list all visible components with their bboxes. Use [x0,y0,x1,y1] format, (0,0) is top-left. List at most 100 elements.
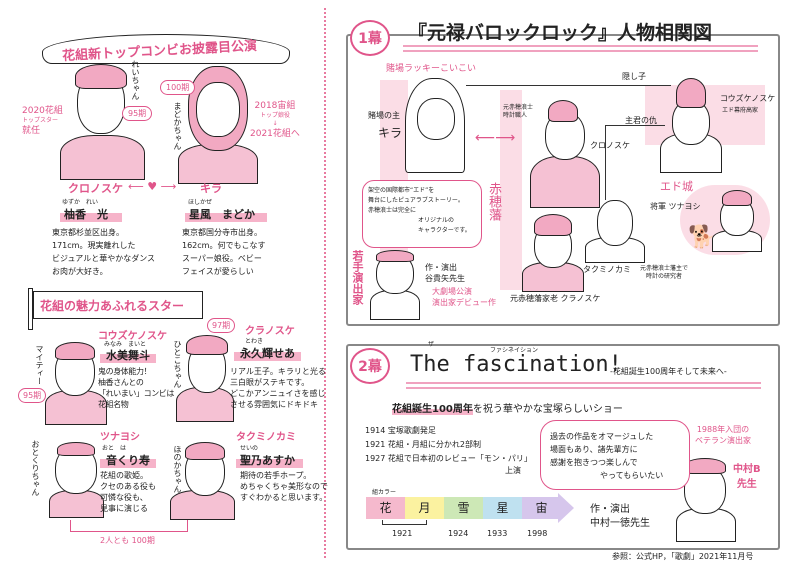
enemy-line [605,125,665,200]
kuronosuke-name: クロノスケ [590,141,630,150]
name-hoshikaze: 星風 まどか [185,206,267,222]
class-95-minami: 95期 [18,388,47,403]
kuranosuke-label: 元赤穂藩家老 クラノスケ [510,294,601,303]
takumi-name: タクミノカミ [583,265,631,274]
career-hoshikaze: 2018宙組トップ娘役↓2021花組へ [250,101,300,139]
ako-background-block [500,90,522,290]
role-kuronosuke: クロノスケ [68,182,123,195]
flag-pole [28,288,33,330]
desc-seino: 期待の若手ホープ。めちゃくちゃ美形なのですぐわかると思います。 [240,471,328,502]
act1-director-note: 大劇場公演演出家デビュー作 [432,287,496,307]
dog-icon: 🐕 [688,225,716,250]
tsunayoshi-label: 将軍 ツナヨシ [650,202,701,211]
name-minami: 水美舞斗 [100,347,156,363]
ruby-seino: せいの [240,445,259,452]
act1-director: 作・演出谷貴矢先生 [425,263,465,283]
act2-badge: 2幕 [350,348,390,384]
troupe-color-bar: 花月雪星宙 [366,497,561,519]
enemy-label: 主君の仇 [625,116,657,125]
nickname-hitoko: ひとこちゃん [173,340,182,388]
nickname-rei: れいちゃん [131,60,140,100]
both-100-bracket [70,520,188,532]
desc-minami: 鬼の身体能力！柚香さんとの「れいまい」コンビは花組名物 [98,367,174,409]
love-arrow: ⟵⟶ [475,130,516,146]
role-kuranosuke: クラノスケ [245,326,295,337]
kuronosuke-desc: 元赤穂浪士時計職人 [503,104,534,119]
name-oto: 音くり寿 [100,452,156,468]
name-yuzuka: 柚香 光 [60,206,122,222]
act1-quote: 架空の国際都市“エド”を舞台にしたピュアラブストーリー。赤穂浪士は完全にオリジナ… [368,187,471,234]
ruby-oto: おと は [102,445,127,452]
desc-towaki: リアル王子。キラリと光る三白眼がステキです。どこかアンニュイさを感じさせる雰囲気… [230,367,326,409]
role-tsunayoshi: ツナヨシ [100,432,140,443]
act2-title: The fascination! [410,352,622,377]
act1-director-tag: 若手演出家 [351,250,364,305]
stars-flag-text: 花組の魅力あふれるスター [40,299,185,313]
name-seino: 聖乃あすか [236,452,303,468]
act2-title-underline [406,382,761,389]
troupe-color-1: 月 [405,497,444,519]
nickname-mighty: マイティー [35,345,44,385]
act1-title: 『元禄バロックロック』人物相関図 [408,22,713,44]
role-takumi: タクミノカミ [236,432,296,443]
edo-castle-label: エド城 [660,180,693,193]
role-kouzuke: コウズケノスケ [98,331,167,342]
nickname-madoka: まどかちゃん [173,102,182,150]
troupe-color-0: 花 [366,497,405,519]
year-1924: 1924 [448,529,469,538]
hidden-child-arrow [466,85,671,86]
year-1933: 1933 [487,529,508,538]
kouzuke-name: コウズケノスケ [720,94,776,103]
year-1998: 1998 [527,529,548,538]
group-gambling: 賭場ラッキーこいこい [386,64,477,74]
ruby-minami: みなみ まいと [104,341,147,348]
both-100-label: 2人とも 100期 [100,536,155,545]
act1-title-underline [403,45,758,52]
kira-name: キラ [378,126,403,140]
ruby-hoshikaze: ほしかぜ [188,199,213,206]
role-kira: キラ [200,182,222,195]
desc-hoshikaze: 東京都国分寺市出身。162cm。何でもこなすスーパー娘役。ベビーフェイスが愛らし… [182,228,266,276]
act1-badge: 1幕 [350,20,390,56]
ruby-towaki: とわき [245,338,264,345]
relation-arrow: ⟵ ♥ ⟶ [128,180,177,193]
troupe-color-3: 星 [483,497,522,519]
act2-quote-bubble [540,420,690,490]
ruby-yuzuka: ゆずか れい [62,199,99,206]
act2-director-tag: 1988年入団のベテラン演出家 [695,425,751,445]
desc-oto: 花組の歌姫。クセのある役も可憐な役も、見事に演じる [100,471,156,513]
act2-headline: 花組誕生100周年を祝う華やかな宝塚らしいショー [392,404,623,415]
reference: 参照：公式HP，「歌劇」2021年11月号 [612,552,754,561]
name-towaki: 永久輝せあ [234,345,301,361]
hidden-child-label: 隠し子 [622,72,646,81]
act2-subtitle: -花組誕生100周年そして未来へ- [610,367,727,376]
color-label: 組カラー [372,489,397,496]
stars-flag [33,291,203,319]
troupe-color-2: 雪 [444,497,483,519]
year-bracket [382,520,427,525]
kouzuke-desc: エド幕府高家 [722,107,759,114]
title-ribbon [42,34,290,64]
kira-desc: 賭場の主 [368,111,400,120]
color-bar-arrowhead [558,493,574,523]
column-divider [324,8,326,558]
class-95: 95期 [122,106,153,121]
act2-panel [346,344,780,550]
nickname-honoka: ほのかちゃん [173,445,182,493]
act2-director: 作・演出中村一徳先生 [590,504,650,529]
act2-quote: 過去の作品をオマージュした場面もあり、諸先輩方に感謝を抱きつつ楽しんでやってもら… [550,432,664,480]
nickname-otokuri: おとくりちゃん [31,440,40,496]
troupe-color-4: 宙 [522,497,561,519]
takumi-desc: 元赤穂浪士藩主で時計の研究者 [640,265,689,280]
act1-panel [346,34,780,326]
career-yuzuka: 2020花組トップスター就任 [22,106,63,136]
ako-label: 赤穂藩 [486,182,501,221]
title-ruby-the: ザ [428,341,435,348]
year-1921: 1921 [392,529,413,538]
desc-yuzuka: 東京都杉並区出身。171cm。現実離れしたビジュアルと華やかなダンスお肉が大好き… [52,228,156,276]
act1-quote-bubble [362,180,482,248]
class-100: 100期 [160,80,196,95]
title-ruby-fascination: ファシネイション [490,347,539,354]
